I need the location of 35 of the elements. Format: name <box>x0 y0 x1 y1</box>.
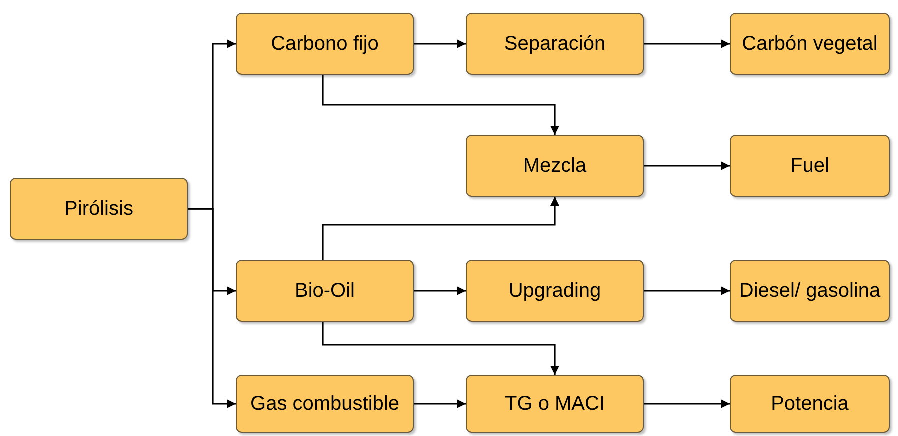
process-box <box>236 13 414 75</box>
arrow <box>322 322 560 375</box>
process-box <box>466 375 644 433</box>
arrow <box>644 286 730 296</box>
box-label: Carbón vegetal <box>741 32 879 57</box>
arrow <box>322 197 560 260</box>
process-box <box>236 375 414 433</box>
process-box <box>466 135 644 197</box>
arrow <box>414 286 466 296</box>
arrow <box>414 400 466 408</box>
process-box <box>730 375 890 433</box>
process-box <box>466 260 644 322</box>
box-label: Carbono fijo <box>270 32 380 57</box>
process-box <box>466 13 644 75</box>
arrow <box>644 162 730 170</box>
arrow <box>322 75 560 135</box>
box-label: Fuel <box>790 154 830 179</box>
box-label: Upgrading <box>508 279 602 304</box>
box-label: Separación <box>503 32 607 57</box>
arrow <box>414 40 466 48</box>
process-box <box>236 260 414 322</box>
process-box <box>730 13 890 75</box>
box-label: Mezcla <box>522 154 588 179</box>
arrow <box>644 400 730 408</box>
box-label: Bio-Oil <box>294 279 356 304</box>
box-label: Diesel/ gasolina <box>738 279 882 304</box>
process-box <box>730 135 890 197</box>
box-label: Pirólisis <box>64 197 134 222</box>
arrow <box>644 40 730 48</box>
process-box <box>10 178 188 240</box>
box-label: TG o MACI <box>504 392 606 417</box>
arrow <box>188 208 236 408</box>
box-label: Gas combustible <box>250 392 400 417</box>
process-box <box>730 260 890 322</box>
box-label: Potencia <box>770 392 850 417</box>
